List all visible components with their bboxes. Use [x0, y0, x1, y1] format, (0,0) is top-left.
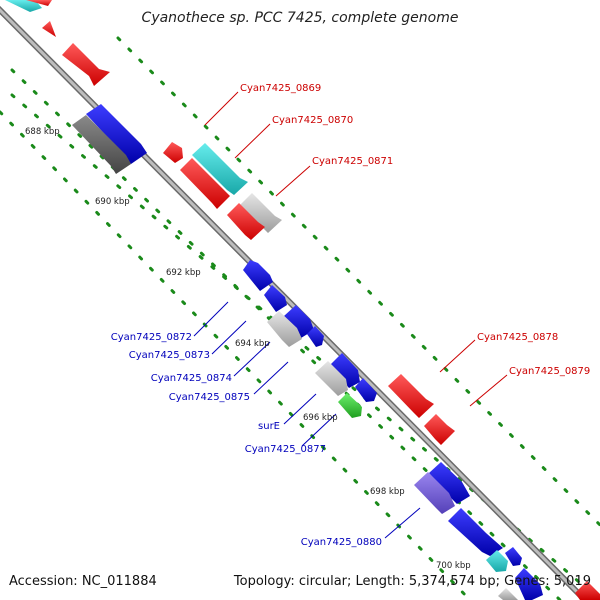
gene-label-cyan7425-0877[interactable]: Cyan7425_0877 — [245, 444, 326, 455]
gene-red-c — [180, 158, 230, 209]
gene-blue-5 — [307, 326, 324, 347]
scale-labels: 688 kbp 690 kbp 692 kbp 694 kbp 696 kbp … — [25, 127, 471, 571]
map-title: Cyanothece sp. PCC 7425, complete genome — [141, 10, 459, 26]
gene-partial-cyan-top — [5, 0, 42, 12]
gene-label-cyan7425-0873[interactable]: Cyan7425_0873 — [129, 350, 210, 361]
callout-line-0877 — [301, 413, 337, 447]
callout-line-0873 — [211, 320, 247, 355]
tick-tracks — [0, 36, 600, 600]
gene-label-cyan7425-0871[interactable]: Cyan7425_0871 — [312, 156, 393, 167]
accession-label: Accession: NC_011884 — [9, 574, 157, 589]
gene-red-d — [227, 203, 265, 240]
callout-line-0871 — [275, 165, 311, 197]
callout-line-surE — [283, 393, 317, 425]
gene-gray-2 — [267, 311, 302, 347]
gene-label-cyan7425-0872[interactable]: Cyan7425_0872 — [111, 332, 192, 343]
gene-arrow-top-red — [26, 0, 52, 6]
gene-blue-2 — [243, 260, 273, 291]
gene-blue-4 — [284, 305, 314, 338]
callout-line-0872 — [193, 301, 229, 337]
gene-blue-11 — [515, 568, 543, 600]
gene-small-red-1 — [42, 21, 56, 37]
gene-label-surE[interactable]: surE — [258, 421, 280, 432]
gene-dark-gray-1 — [72, 115, 131, 174]
gene-blue-3 — [264, 285, 287, 312]
mid-outer-tick-track — [10, 68, 562, 600]
callout-line-0880 — [384, 507, 421, 539]
reverse-strand-genes — [72, 104, 543, 600]
gene-purple-1 — [414, 472, 455, 514]
gene-label-cyan7425-0879[interactable]: Cyan7425_0879 — [509, 366, 590, 377]
inner-tick-track-1 — [10, 93, 600, 600]
callout-lines — [193, 91, 508, 539]
gene-label-cyan7425-0878[interactable]: Cyan7425_0878 — [477, 332, 558, 343]
callout-line-0879 — [469, 374, 508, 407]
genome-backbone — [0, 5, 588, 600]
gene-gray-bottom — [498, 588, 518, 600]
gene-blue-10 — [505, 547, 522, 566]
gene-label-cyan7425-0870[interactable]: Cyan7425_0870 — [272, 115, 353, 126]
scale-label-692: 692 kbp — [166, 268, 201, 278]
callout-line-0870 — [234, 123, 271, 159]
forward-strand-genes — [5, 0, 600, 600]
callout-line-0874 — [233, 341, 271, 377]
genome-summary: Topology: circular; Length: 5,374,574 bp… — [233, 574, 591, 589]
scale-label-694: 694 kbp — [235, 339, 270, 349]
gene-gray-1 — [240, 193, 282, 233]
scale-label-696: 696 kbp — [303, 413, 338, 423]
gene-red-b — [163, 142, 183, 163]
scale-label-690: 690 kbp — [95, 197, 130, 207]
gene-cyan-1 — [192, 143, 248, 195]
gene-green-1 — [338, 393, 362, 418]
gene-red-a — [62, 43, 110, 86]
forward-gene-labels: Cyan7425_0869 Cyan7425_0870 Cyan7425_087… — [240, 83, 590, 377]
gene-cyan-2 — [486, 550, 508, 572]
gene-red-f — [424, 414, 455, 445]
gene-blue-8 — [429, 462, 470, 504]
gene-blue-6 — [329, 353, 360, 388]
gene-gray-3 — [315, 361, 348, 396]
callout-line-0875 — [253, 361, 289, 395]
callout-line-0878 — [439, 339, 476, 373]
gene-red-bottom — [575, 581, 600, 600]
scale-label-700: 700 kbp — [436, 561, 471, 571]
gene-blue-1 — [86, 104, 147, 164]
scale-label-698: 698 kbp — [370, 487, 405, 497]
gene-label-cyan7425-0875[interactable]: Cyan7425_0875 — [169, 392, 250, 403]
gene-blue-7 — [355, 378, 377, 402]
scale-label-688: 688 kbp — [25, 127, 60, 137]
reverse-gene-labels: Cyan7425_0872 Cyan7425_0873 Cyan7425_087… — [111, 332, 382, 548]
gene-red-e — [388, 374, 434, 418]
outer-tick-track — [116, 36, 600, 527]
gene-label-cyan7425-0880[interactable]: Cyan7425_0880 — [301, 537, 382, 548]
gene-label-cyan7425-0869[interactable]: Cyan7425_0869 — [240, 83, 321, 94]
callout-line-0869 — [204, 91, 239, 126]
gene-blue-9 — [448, 508, 503, 556]
gene-label-cyan7425-0874[interactable]: Cyan7425_0874 — [151, 373, 232, 384]
